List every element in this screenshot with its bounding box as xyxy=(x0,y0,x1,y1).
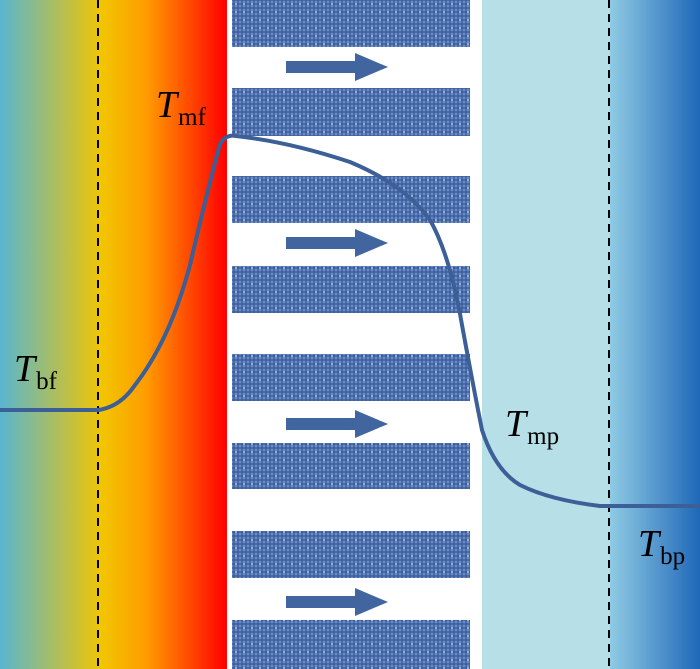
membrane-blocks xyxy=(232,0,470,669)
permeate-membrane-temperature-label: Tmp xyxy=(505,403,560,450)
temperature-profile-curve xyxy=(0,133,700,508)
membrane-block xyxy=(232,531,470,578)
membrane-block xyxy=(232,176,470,223)
permeate-bulk-region xyxy=(610,0,700,669)
membrane-block xyxy=(232,620,470,669)
flow-arrows xyxy=(286,53,388,616)
feed-bulk-temperature-label: Tbf xyxy=(14,348,57,395)
flow-arrow xyxy=(286,588,388,616)
membrane-block xyxy=(232,88,470,136)
membrane-block xyxy=(232,354,470,401)
flow-arrow xyxy=(286,229,388,257)
membrane-block xyxy=(232,266,470,313)
flow-arrow xyxy=(286,410,388,438)
permeate-bulk-temperature-label: Tbp xyxy=(638,523,686,570)
membrane-block xyxy=(232,443,470,489)
feed-membrane-temperature-label: Tmf xyxy=(156,84,206,131)
membrane-block xyxy=(232,0,470,47)
flow-arrow xyxy=(286,53,388,81)
feed-region xyxy=(0,0,227,669)
